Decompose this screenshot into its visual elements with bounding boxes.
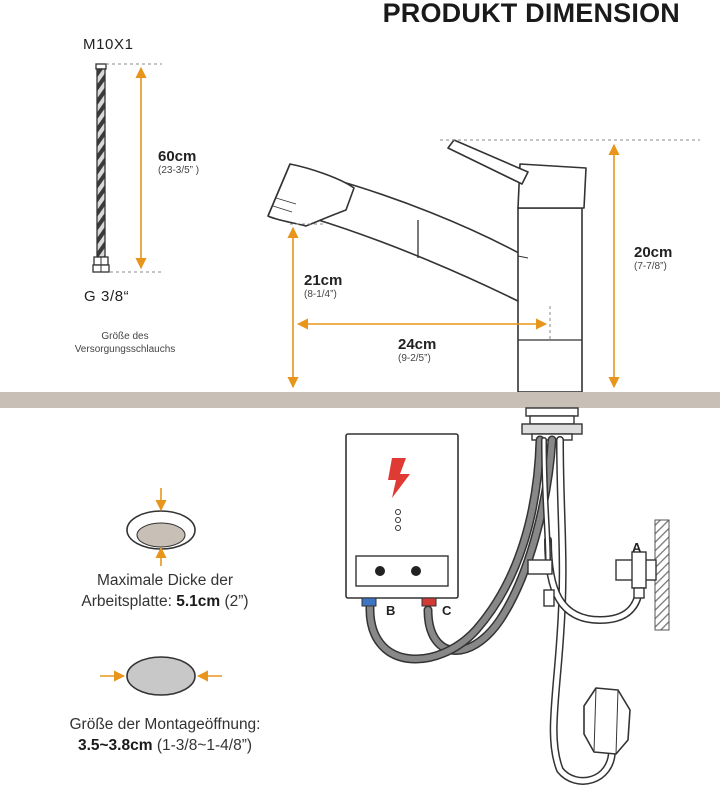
hose-thread-top-label: M10X1 [83,36,134,53]
thickness-caption-line1: Maximale Dicke der [96,572,234,589]
valve-label-a: A [632,540,642,555]
countertop-bar [0,392,720,408]
cold-port [361,597,377,607]
spout-reach-imperial: (9-2/5”) [398,353,431,364]
faucet-height-value: 20cm [634,244,673,261]
hose-caption-line2: Versorgungsschlauchs [74,344,176,355]
hose-length-imperial: (23-3/5” ) [158,165,200,176]
spout-reach-value: 24cm [398,336,437,353]
spout-reach-label: 24cm (9-2/5”) [398,336,436,364]
spout-height-label: 21cm (8-1/4”) [304,272,342,300]
faucet-dimensions [287,139,700,389]
hose-weight [583,687,631,755]
lightning-icon [388,458,410,498]
wall-angle-valve [615,519,670,631]
hose-thread-bottom-label: G 3/8“ [84,288,130,305]
faucet-drawing [267,139,587,393]
water-heater [345,433,459,607]
faucet-height-imperial: (7-7/8”) [634,261,667,272]
hole-caption: Größe der Montageöffnung: 3.5~3.8cm (1-3… [40,714,290,756]
hole-imperial: (1-3/8~1-4/8”) [152,737,253,754]
thickness-caption: Maximale Dicke der Arbeitsplatte: 5.1cm … [40,570,290,612]
hose-caption-line1: Größe des [101,331,149,342]
page-title: PRODUKT DIMENSION [382,0,680,28]
thickness-value: 5.1cm [176,593,221,610]
spout-height-value: 21cm [304,272,343,289]
faucet-shank [521,407,583,441]
hole-value: 3.5~3.8cm [77,737,153,754]
hole-caption-line1: Größe der Montageöffnung: [69,716,261,733]
supply-hose [92,63,110,273]
spout-height-imperial: (8-1/4”) [304,289,337,300]
tee-valve [527,559,555,607]
thickness-imperial: (2”) [220,593,249,610]
thickness-icon [126,488,196,566]
port-label-b: B [386,603,396,618]
port-label-c: C [442,603,452,618]
hole-size-icon [100,656,222,696]
hose-length-dimension [106,63,162,273]
thickness-caption-prefix: Arbeitsplatte: [81,593,177,610]
hot-port [421,597,437,607]
hose-length-value: 60cm [158,148,197,165]
hose-caption: Größe des Versorgungsschlauchs [40,330,210,356]
faucet-height-label: 20cm (7-7/8”) [634,244,672,272]
hose-length-label: 60cm (23-3/5” ) [158,148,199,176]
